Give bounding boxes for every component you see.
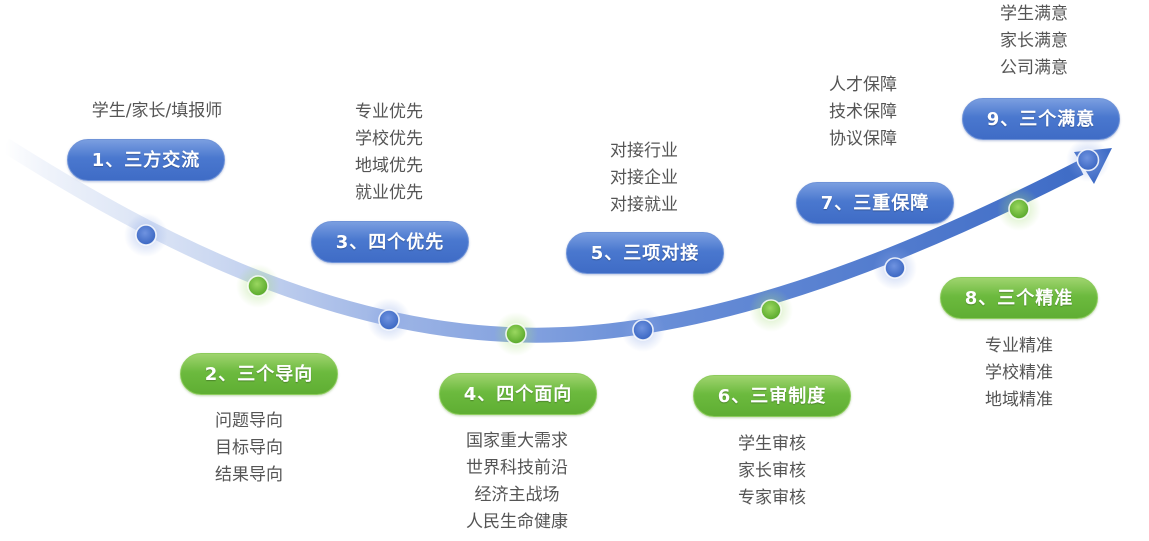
step-5-label: 5、三项对接 — [566, 232, 724, 274]
step-3-details: 专业优先学校优先地域优先就业优先 — [289, 99, 489, 207]
step-9-details: 学生满意家长满意公司满意 — [934, 1, 1134, 82]
step-detail-item: 学生/家长/填报师 — [91, 101, 223, 121]
step-detail-item: 专业优先 — [355, 102, 423, 122]
step-2-label: 2、三个导向 — [180, 353, 338, 395]
step-detail-item: 目标导向 — [215, 438, 283, 458]
step-4-details: 国家重大需求世界科技前沿经济主战场人民生命健康 — [417, 428, 617, 536]
step-9-label: 9、三个满意 — [962, 98, 1120, 140]
step-3-label: 3、四个优先 — [311, 221, 469, 263]
step-7-label: 7、三重保障 — [796, 182, 954, 224]
milestone-dot-7 — [884, 257, 906, 279]
step-detail-item: 学生审核 — [738, 434, 806, 454]
step-detail-item: 学生满意 — [1000, 4, 1068, 24]
step-1-details: 学生/家长/填报师 — [57, 98, 257, 125]
step-detail-item: 就业优先 — [355, 183, 423, 203]
step-detail-item: 对接就业 — [610, 195, 678, 215]
milestone-dot-3 — [378, 309, 400, 331]
step-detail-item: 经济主战场 — [474, 485, 560, 505]
step-detail-item: 人民生命健康 — [466, 512, 568, 532]
milestone-dot-9 — [1076, 148, 1100, 172]
step-detail-item: 家长满意 — [1000, 31, 1068, 51]
step-detail-item: 技术保障 — [829, 102, 897, 122]
step-detail-item: 对接企业 — [610, 168, 678, 188]
step-detail-item: 地域精准 — [985, 390, 1053, 410]
step-detail-item: 协议保障 — [829, 129, 897, 149]
milestone-dot-6 — [760, 299, 782, 321]
step-detail-item: 地域优先 — [355, 156, 423, 176]
step-detail-item: 学校精准 — [985, 363, 1053, 383]
step-detail-item: 问题导向 — [215, 411, 283, 431]
milestone-dot-5 — [632, 319, 654, 341]
step-4-label: 4、四个面向 — [439, 373, 597, 415]
milestone-dot-1 — [135, 224, 157, 246]
step-detail-item: 国家重大需求 — [466, 431, 568, 451]
step-detail-item: 学校优先 — [355, 129, 423, 149]
step-5-details: 对接行业对接企业对接就业 — [544, 138, 744, 219]
step-6-details: 学生审核家长审核专家审核 — [672, 431, 872, 512]
step-detail-item: 公司满意 — [1000, 58, 1068, 78]
step-detail-item: 人才保障 — [829, 75, 897, 95]
step-8-details: 专业精准学校精准地域精准 — [919, 333, 1119, 414]
step-detail-item: 对接行业 — [610, 141, 678, 161]
step-detail-item: 家长审核 — [738, 461, 806, 481]
step-6-label: 6、三审制度 — [693, 375, 851, 417]
step-1-label: 1、三方交流 — [67, 139, 225, 181]
step-detail-item: 专业精准 — [985, 336, 1053, 356]
milestone-dot-4 — [505, 323, 527, 345]
step-detail-item: 结果导向 — [215, 465, 283, 485]
milestone-dot-8 — [1008, 198, 1030, 220]
step-detail-item: 专家审核 — [738, 488, 806, 508]
step-detail-item: 世界科技前沿 — [466, 458, 568, 478]
step-7-details: 人才保障技术保障协议保障 — [763, 72, 963, 153]
step-8-label: 8、三个精准 — [940, 277, 1098, 319]
milestone-dot-2 — [247, 275, 269, 297]
step-2-details: 问题导向目标导向结果导向 — [149, 408, 349, 489]
